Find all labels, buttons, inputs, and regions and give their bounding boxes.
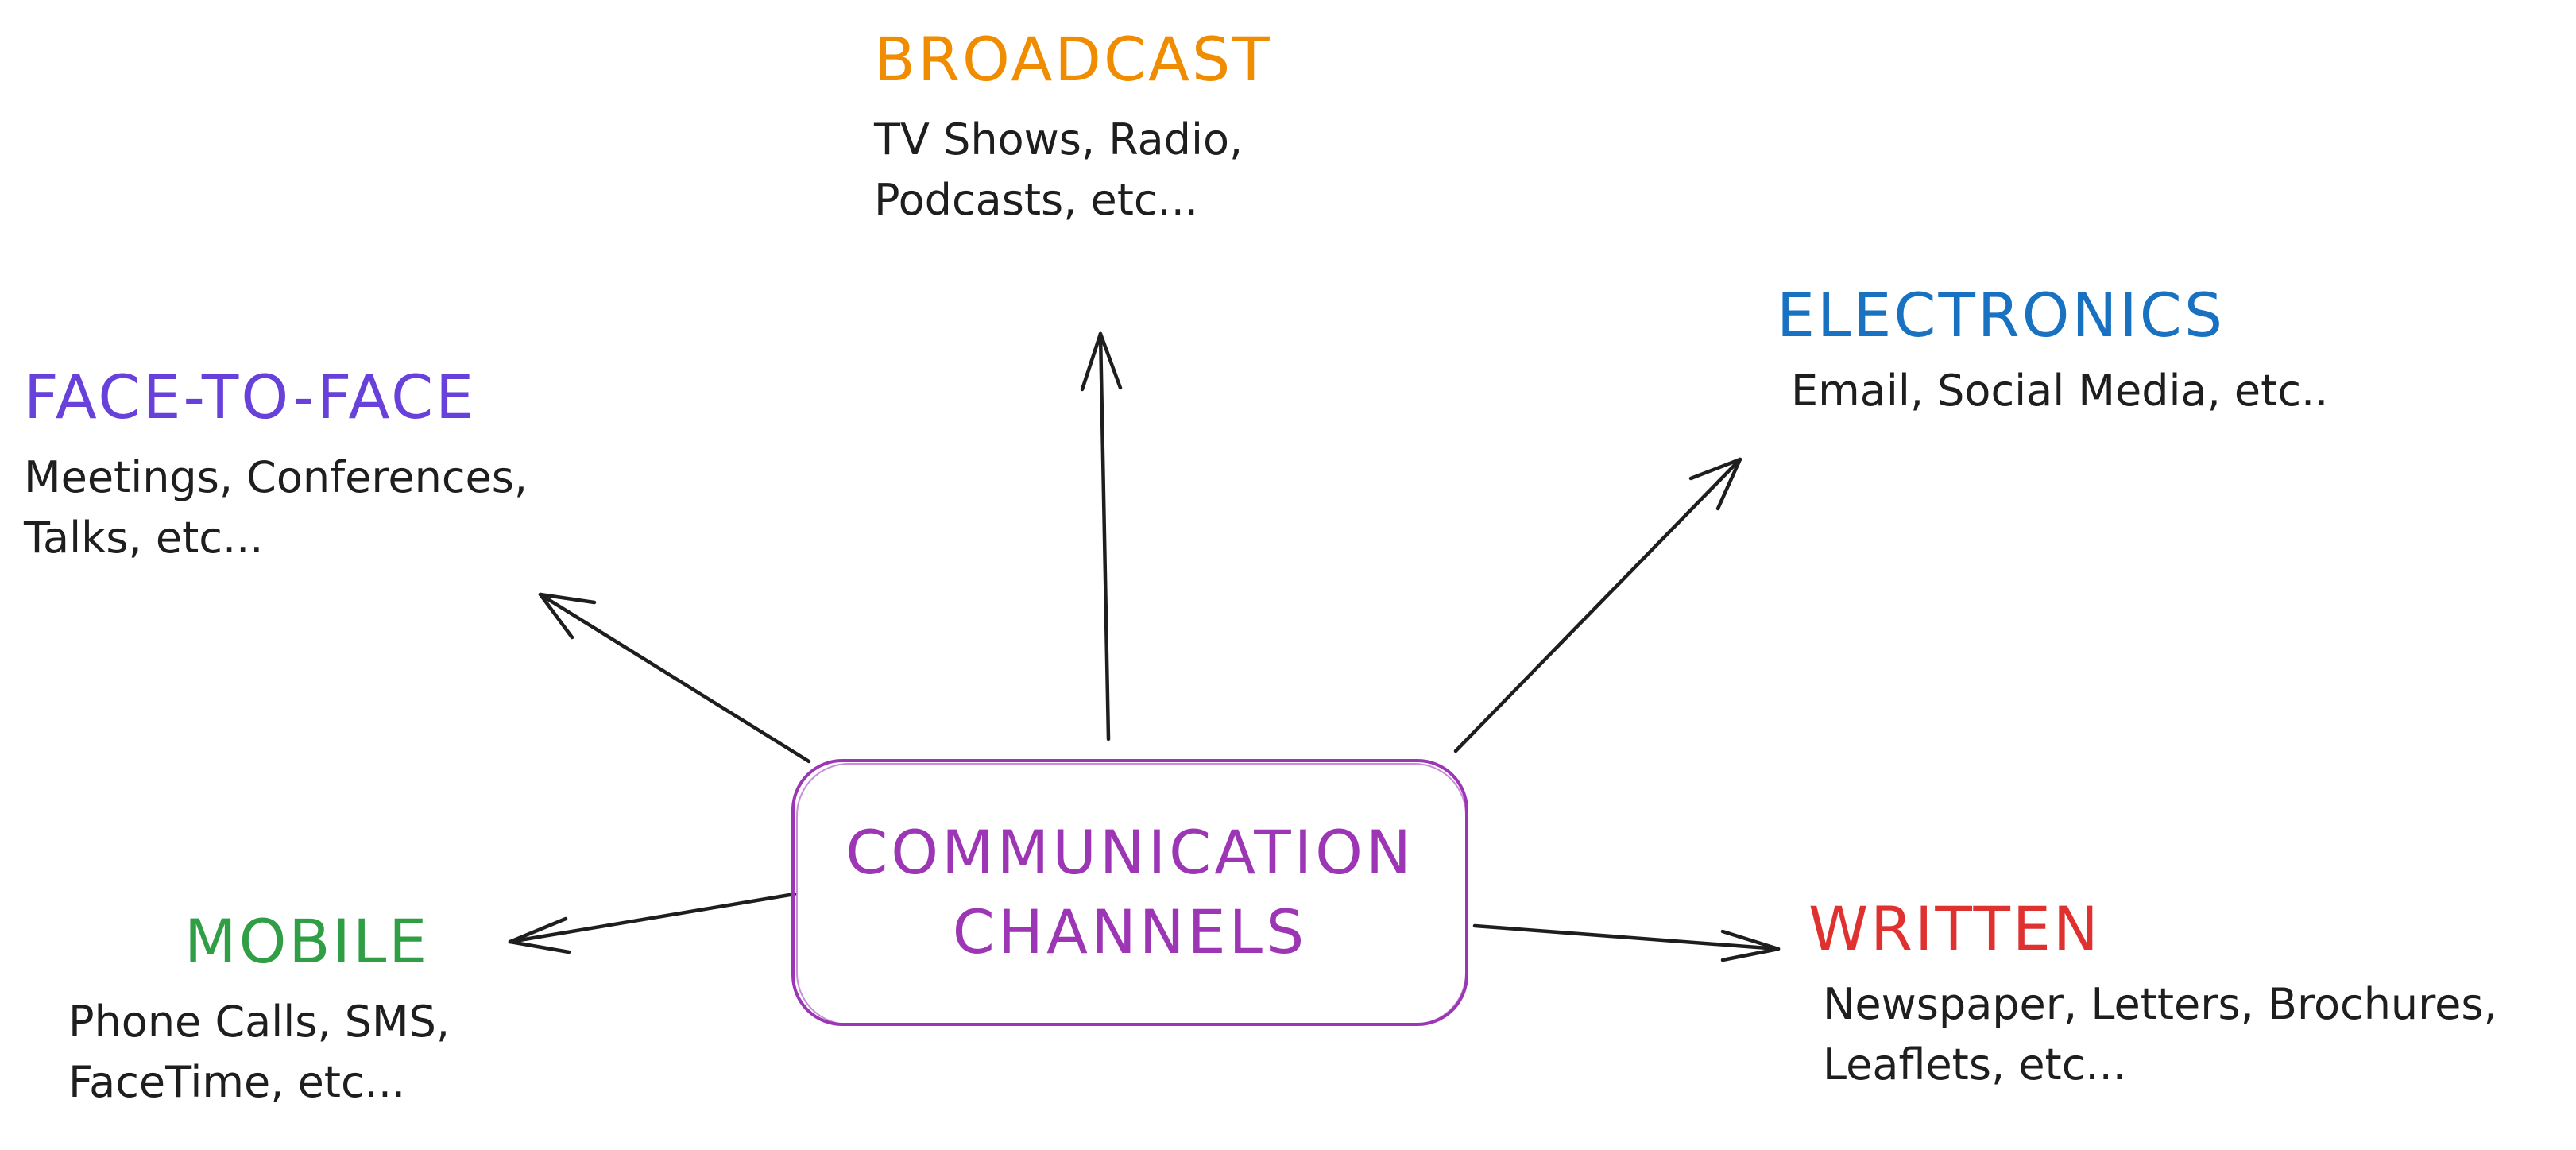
arrow-to-written: [1472, 923, 1781, 962]
node-mobile-title: MOBILE: [184, 906, 430, 977]
node-electronics: ELECTRONICS Email, Social Media, etc..: [1777, 280, 2328, 421]
node-face-to-face-desc-line2: Talks, etc...: [24, 513, 264, 563]
node-broadcast-title: BROADCAST: [874, 24, 1272, 95]
node-face-to-face-desc-line1: Meetings, Conferences,: [24, 452, 528, 502]
node-broadcast-desc-line1: TV Shows, Radio,: [874, 114, 1244, 165]
arrow-to-face-to-face: [538, 592, 811, 764]
arrow-to-mobile: [508, 892, 797, 954]
node-electronics-title: ELECTRONICS: [1777, 280, 2226, 350]
central-node: COMMUNICATION CHANNELS: [791, 759, 1468, 1026]
node-broadcast-desc-line2: Podcasts, etc...: [874, 175, 1199, 225]
arrow-to-electronics: [1453, 457, 1742, 753]
central-node-title-line1: COMMUNICATION: [845, 817, 1414, 888]
central-node-title-line2: CHANNELS: [952, 896, 1308, 967]
node-electronics-desc-line1: Email, Social Media, etc..: [1791, 366, 2329, 416]
node-face-to-face-title: FACE-TO-FACE: [24, 362, 477, 432]
node-written-desc-line2: Leaflets, etc...: [1823, 1040, 2126, 1090]
node-mobile-desc-line2: FaceTime, etc...: [68, 1057, 406, 1107]
node-written-desc-line1: Newspaper, Letters, Brochures,: [1823, 979, 2497, 1029]
node-broadcast: BROADCAST TV Shows, Radio, Podcasts, etc…: [874, 24, 1272, 230]
node-written: WRITTEN Newspaper, Letters, Brochures, L…: [1808, 893, 2497, 1095]
arrow-to-broadcast: [1080, 331, 1123, 741]
node-mobile: MOBILE Phone Calls, SMS, FaceTime, etc..…: [68, 906, 450, 1113]
node-mobile-desc-line1: Phone Calls, SMS,: [68, 997, 451, 1047]
node-face-to-face: FACE-TO-FACE Meetings, Conferences, Talk…: [24, 362, 528, 568]
node-written-title: WRITTEN: [1808, 893, 2101, 964]
